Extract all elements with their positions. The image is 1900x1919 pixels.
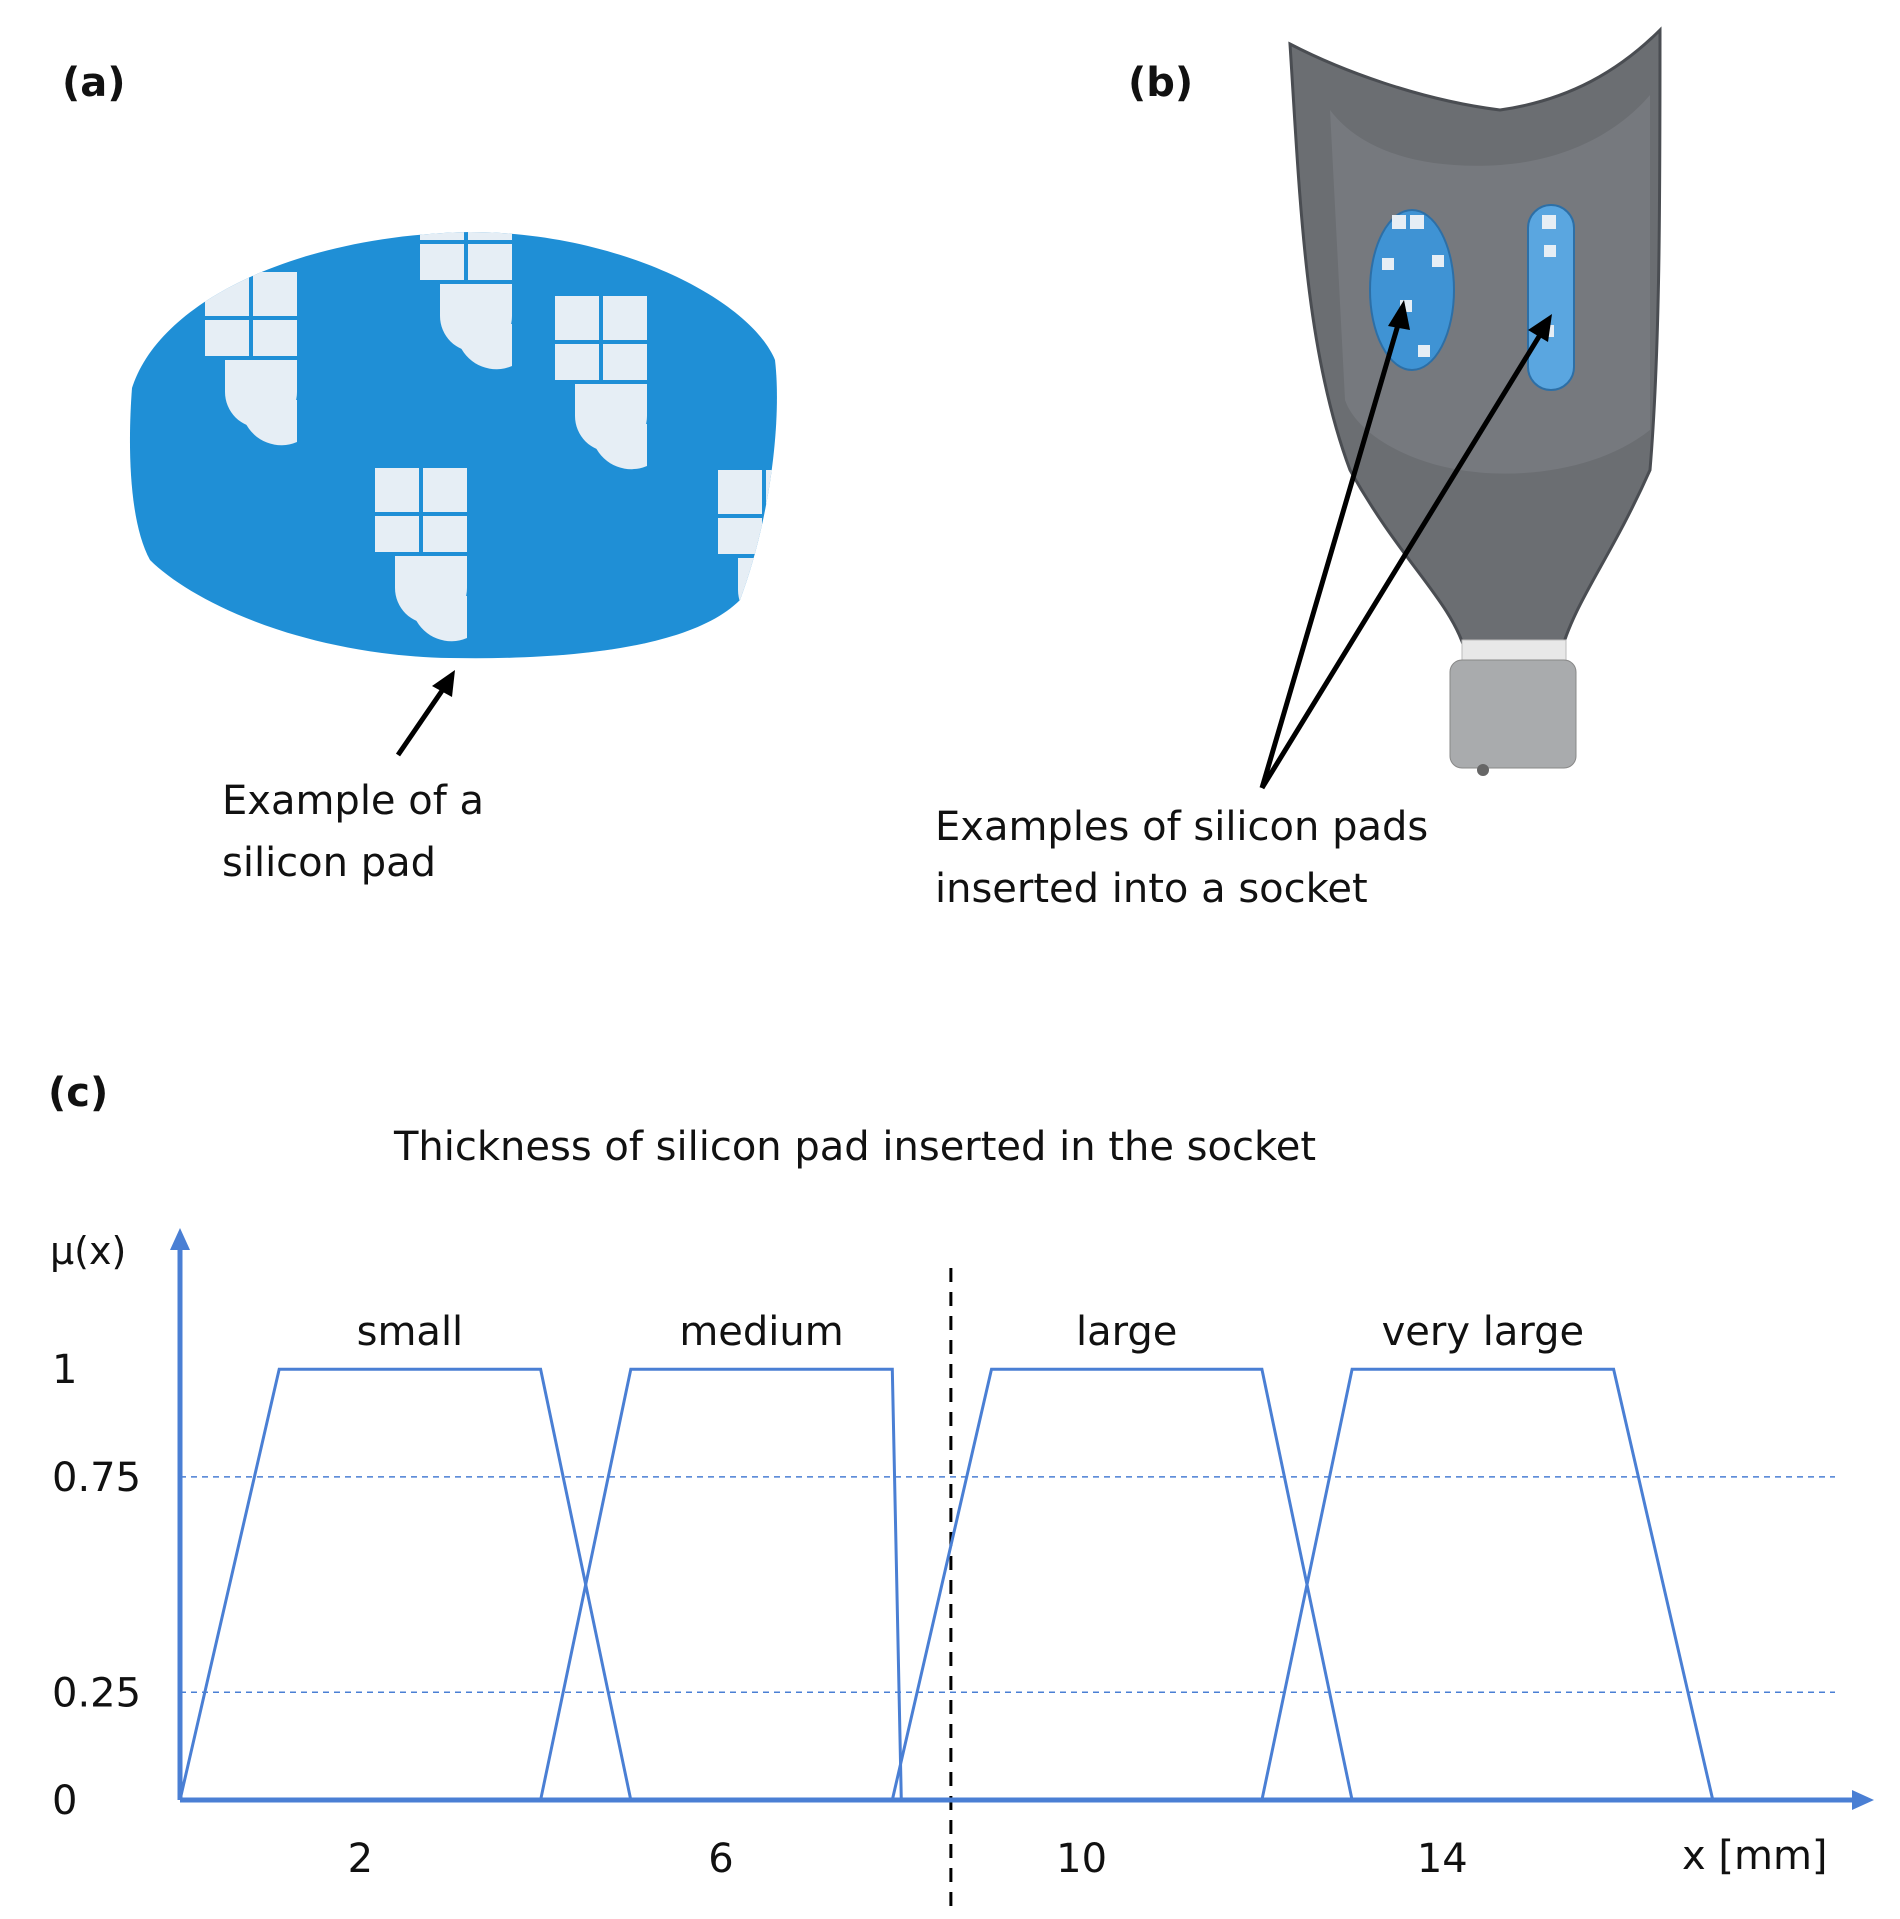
chart-title: Thickness of silicon pad inserted in the… — [393, 1124, 1316, 1170]
y-tick-label: 0 — [52, 1778, 77, 1824]
pad-caption-line-2: silicon pad — [222, 840, 437, 886]
socket-caption-line-1: Examples of silicon pads — [935, 804, 1429, 850]
x-axis-arrow-icon — [1852, 1790, 1874, 1810]
series-label: small — [357, 1309, 464, 1355]
pad-caption: Example of a silicon pad — [222, 770, 484, 894]
panel-c-label: (c) — [48, 1070, 109, 1116]
y-tick-label: 0.75 — [52, 1455, 141, 1501]
panel-b-label: (b) — [1128, 60, 1194, 106]
x-tick-label: 2 — [348, 1836, 373, 1882]
series-label: very large — [1382, 1309, 1584, 1355]
socket-caption: Examples of silicon pads inserted into a… — [935, 796, 1428, 920]
series-line-very-large — [1260, 1367, 1715, 1801]
x-axis-label: x [mm] — [1682, 1833, 1828, 1879]
x-tick-label: 6 — [708, 1836, 733, 1882]
pad-caption-line-1: Example of a — [222, 778, 485, 824]
series-line-large — [890, 1367, 1354, 1801]
panel-a-label: (a) — [62, 60, 126, 106]
socket-caption-line-2: inserted into a socket — [935, 866, 1368, 912]
x-tick-label: 10 — [1056, 1836, 1107, 1882]
y-axis-arrow-icon — [170, 1228, 190, 1250]
y-tick-label: 0.25 — [52, 1670, 141, 1716]
series-label: medium — [679, 1309, 843, 1355]
x-tick-label: 14 — [1417, 1836, 1468, 1882]
y-tick-label: 1 — [52, 1347, 77, 1393]
series-line-medium — [539, 1367, 903, 1801]
series-line-small — [178, 1367, 633, 1801]
series-label: large — [1076, 1309, 1177, 1355]
y-axis-label: μ(x) — [50, 1229, 126, 1273]
